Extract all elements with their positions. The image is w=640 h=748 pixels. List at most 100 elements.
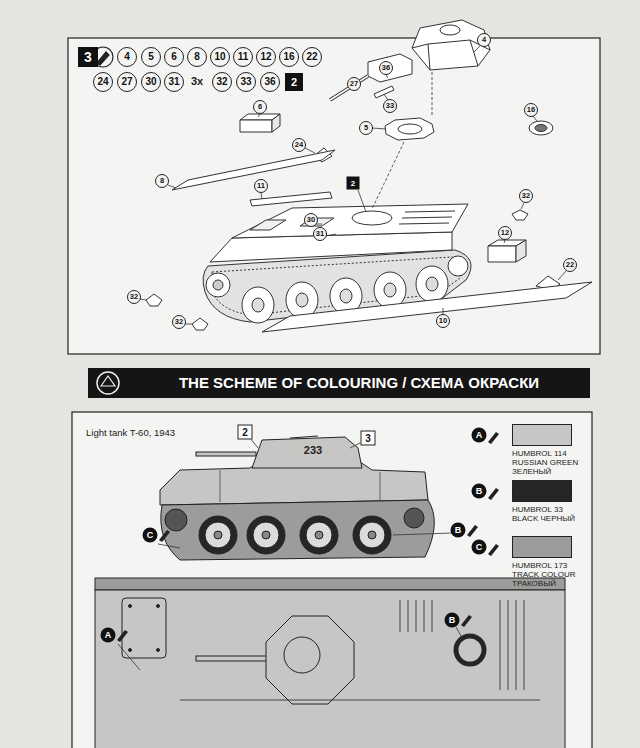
- leader-line: [558, 271, 566, 280]
- tank-side-view: [253, 522, 279, 548]
- leader-line: [261, 193, 262, 199]
- leader-line: [456, 627, 462, 638]
- tank-side-view: [199, 516, 237, 554]
- leader-line: [158, 544, 180, 548]
- hull-drawing: [340, 289, 352, 303]
- colour-swatch: [512, 424, 572, 446]
- hull-drawing: [384, 283, 396, 297]
- guide-line: [372, 72, 432, 209]
- kit-part: [272, 114, 280, 132]
- tank-top-view: [424, 600, 425, 632]
- panel-frame: [68, 38, 600, 354]
- tank-top-view: [284, 637, 320, 673]
- decal-number: 2: [238, 425, 253, 440]
- leader-line: [118, 644, 140, 670]
- callout-number: 32: [127, 290, 141, 304]
- tank-top-view: [408, 600, 409, 632]
- section-band: [88, 368, 590, 398]
- tank-side-view: [315, 531, 323, 539]
- tank-side-view: [359, 522, 385, 548]
- panel-frame: [68, 38, 600, 354]
- hull-drawing: [399, 223, 449, 224]
- part-number: 36: [260, 72, 280, 92]
- colour-swatch: [512, 480, 572, 502]
- tank-top-view: [196, 656, 268, 661]
- tank-side-view: [161, 500, 435, 560]
- tank-side-view: [252, 437, 362, 468]
- part-number: 32: [212, 72, 232, 92]
- section-band: [88, 368, 590, 398]
- decal-number: 3: [361, 431, 376, 446]
- callout-number: 4: [477, 33, 491, 47]
- callout-number: 33: [383, 99, 397, 113]
- hull-drawing: [213, 280, 223, 290]
- tank-top-view: [400, 600, 401, 632]
- kit-part: [146, 294, 162, 306]
- part-number: 27: [117, 72, 137, 92]
- part-number: 31: [164, 72, 184, 92]
- tank-side-view: [262, 531, 270, 539]
- turret-drawing: [385, 118, 434, 140]
- subassembly-number: 2: [285, 73, 303, 91]
- hull-drawing: [448, 256, 468, 276]
- tank-top-view: [95, 578, 565, 590]
- leader-line: [168, 185, 176, 188]
- callout-number: 8: [155, 174, 169, 188]
- tank-top-view: [180, 600, 540, 700]
- tank-side-view: [404, 508, 424, 528]
- turret-drawing: [330, 76, 368, 100]
- tank-top-view: [516, 600, 517, 690]
- kit-part: [488, 246, 516, 262]
- tank-side-view: [380, 472, 381, 500]
- part-number: 8: [187, 47, 207, 67]
- part-number: 10: [210, 47, 230, 67]
- brush-icon: [159, 530, 170, 542]
- tank-side-view: [196, 452, 256, 456]
- callout-number: 36: [379, 61, 393, 75]
- tank-side-view: [353, 516, 391, 554]
- part-number: 6: [164, 47, 184, 67]
- brush-icon: [117, 630, 128, 642]
- turret-drawing: [374, 86, 394, 98]
- brush-icon: [488, 432, 499, 444]
- tank-side-view: [205, 522, 231, 548]
- tank-side-view: [306, 522, 332, 548]
- section-band: [97, 372, 119, 394]
- paint-name: HUMBROL 114 RUSSIAN GREEN ЗЕЛЕНЫЙ: [512, 449, 590, 476]
- brush-icon: [488, 488, 499, 500]
- leader-line: [258, 114, 260, 117]
- kit-part: [516, 240, 526, 262]
- tank-side-view: [368, 531, 376, 539]
- leader-line: [533, 116, 537, 121]
- leader-line: [185, 324, 192, 325]
- tank-side-view: [214, 531, 222, 539]
- hull-drawing: [405, 211, 455, 212]
- legend-entry: HUMBROL 114 RUSSIAN GREEN ЗЕЛЕНЫЙ: [512, 424, 592, 473]
- tank-top-view: [456, 636, 484, 664]
- scheme-caption: Light tank T-60, 1943: [86, 427, 175, 438]
- hull-drawing: [402, 217, 452, 218]
- tank-side-view: [220, 470, 221, 502]
- part-number: 30: [141, 72, 161, 92]
- colour-key: A: [101, 628, 116, 643]
- hull-drawing: [352, 211, 392, 225]
- colour-key: B: [451, 523, 466, 538]
- callout-number: 30: [304, 213, 318, 227]
- callout-number: 31: [313, 227, 327, 241]
- turret-drawing: [398, 124, 422, 134]
- part-number: 33: [236, 72, 256, 92]
- callout-number: 6: [253, 100, 267, 114]
- tank-top-view: [122, 598, 166, 658]
- part-number: 22: [302, 47, 322, 67]
- turret-drawing: [330, 76, 368, 100]
- turret-drawing: [470, 40, 478, 66]
- part-number: 16: [279, 47, 299, 67]
- tank-top-view: [95, 578, 565, 748]
- kit-part: [240, 120, 272, 132]
- leader-line: [305, 148, 315, 153]
- tank-top-view: [416, 600, 417, 632]
- brush-icon: [461, 615, 472, 627]
- callout-number: 12: [498, 226, 512, 240]
- hull-drawing: [252, 298, 264, 312]
- leader-line: [250, 438, 258, 448]
